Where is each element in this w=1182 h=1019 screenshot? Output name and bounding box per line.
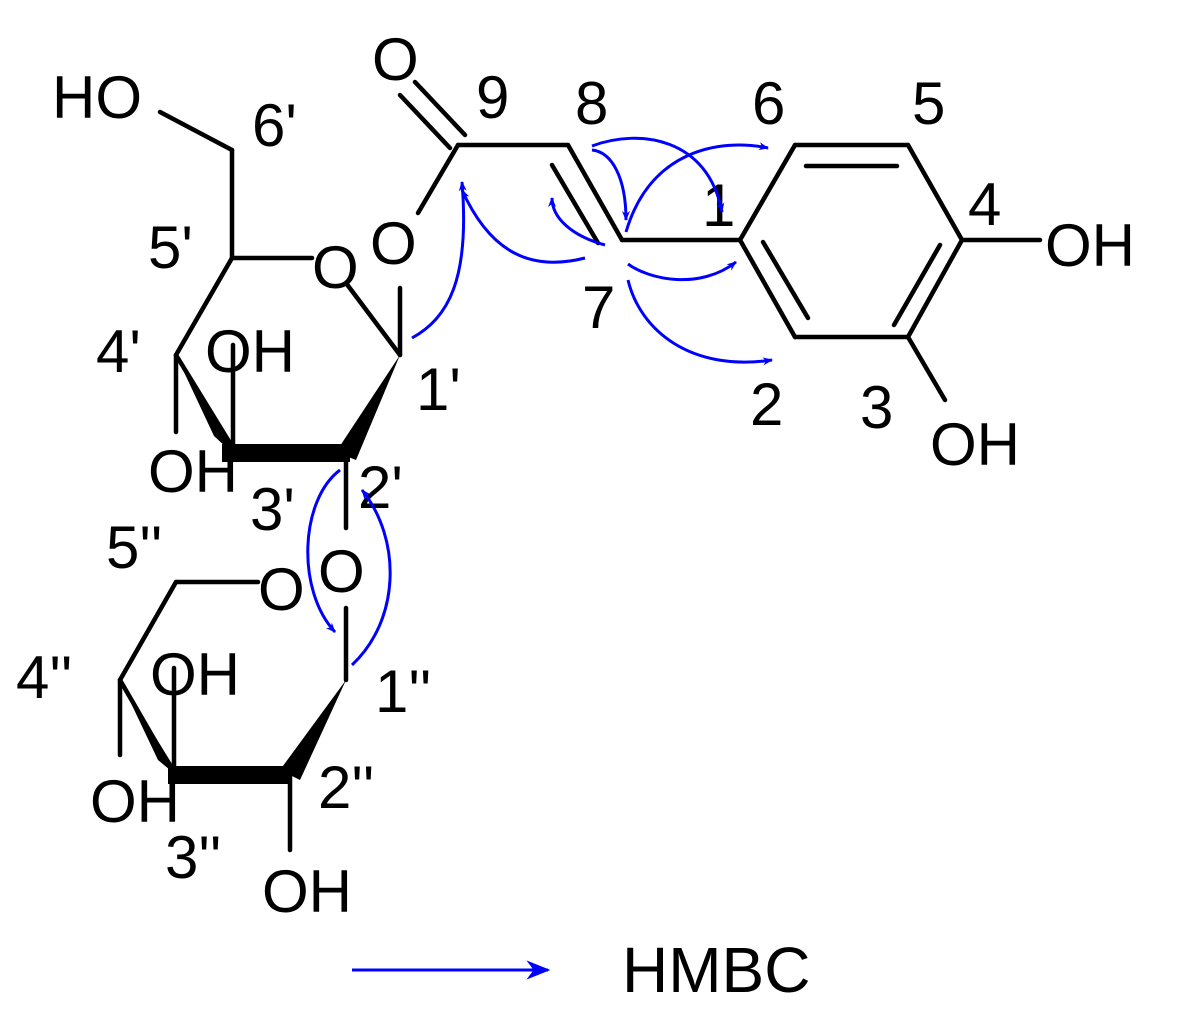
atom-oh-3pp: OH [90, 768, 180, 835]
pos-6p: 6' [252, 92, 297, 159]
wedge-c4p-c3p [176, 355, 240, 460]
pos-7: 7 [582, 274, 615, 341]
pos-1pp: 1'' [375, 658, 431, 725]
atom-oh-3p: OH [148, 438, 238, 505]
bold-c3p-c2p [222, 444, 350, 462]
bond-c8-c7-b [549, 162, 601, 246]
caffeoyl-bonds [397, 79, 1043, 403]
bond-oring-c1p [343, 280, 403, 358]
bold-c3pp-c2pp [168, 766, 292, 784]
bond-c5-c4 [905, 142, 965, 243]
pos-5: 5 [912, 70, 945, 137]
atom-labels: O OH OH HO O O OH OH O O OH OH OH [52, 26, 1135, 925]
bond-c2-c1 [737, 237, 798, 340]
legend: HMBC [352, 934, 810, 1006]
bond-c5p-c4p [173, 255, 235, 358]
bond-c4-c3-inner [891, 242, 943, 328]
hmbc-arrow-h7-c9 [460, 189, 586, 264]
bond-c4p-c3p [173, 352, 236, 451]
bond-c9-o-b [412, 79, 468, 138]
hmbc-arrow-h7-c2 [626, 279, 773, 366]
pos-1p: 1' [416, 356, 461, 423]
wedge-c1p-c2p [336, 355, 400, 460]
atom-o-carbonyl: O [372, 26, 419, 93]
pos-5p: 5' [148, 214, 193, 281]
atom-oh-c4: OH [1045, 212, 1135, 279]
bond-c9-o-a [397, 92, 453, 151]
wedge-c1pp-c2pp [280, 680, 346, 780]
hmbc-arrow-h7-c1 [627, 260, 737, 282]
bond-c9-oester [415, 142, 461, 216]
atom-o-ring-glc: O [312, 234, 359, 301]
pos-3: 3 [860, 374, 893, 441]
hmbc-arrow-h8-c1 [591, 136, 725, 213]
hmbc-arrow-h7-c6 [624, 142, 769, 233]
pos-1: 1 [702, 172, 735, 239]
pos-5pp: 5'' [106, 514, 162, 581]
bond-c3-oh [905, 334, 948, 403]
pos-4pp: 4'' [16, 644, 72, 711]
hmbc-arrow-h2p-c1pp [306, 468, 341, 634]
bond-c8-c7-a [565, 142, 625, 243]
pos-6: 6 [752, 70, 785, 137]
bond-c2-c1-inner [760, 239, 811, 321]
wedge-c4pp-c3pp [120, 680, 182, 780]
atom-oh-4pp: OH [150, 641, 240, 708]
pos-3pp: 3'' [165, 824, 221, 891]
atom-ho-6p: HO [52, 64, 142, 131]
atom-oh-2pp: OH [262, 858, 352, 925]
atom-oh-4p: OH [205, 318, 295, 385]
atom-o-ester: O [370, 210, 417, 277]
atom-o-link: O [318, 538, 365, 605]
legend-label: HMBC [622, 934, 810, 1006]
pos-2: 2 [750, 371, 783, 438]
pos-3p: 3' [250, 476, 295, 543]
pos-2p: 2' [358, 454, 403, 521]
bond-c5pp-c4pp [117, 579, 179, 683]
hmbc-arrow-h1p-c9 [411, 181, 467, 340]
xylose-bonds [117, 579, 349, 853]
pos-2pp: 2'' [318, 754, 374, 821]
pos-4: 4 [968, 171, 1001, 238]
atom-oh-c3: OH [930, 411, 1020, 478]
bond-ho-c6p [157, 109, 235, 153]
pos-4p: 4' [96, 318, 141, 385]
bond-c1-c6 [737, 142, 798, 243]
bond-c4-c3 [905, 237, 965, 340]
glucose-bonds [157, 109, 403, 531]
atom-o-ring-xyl: O [258, 556, 305, 623]
pos-8: 8 [575, 70, 608, 137]
hmbc-arrow-h1pp-c2p [350, 489, 392, 667]
pos-9: 9 [476, 64, 509, 131]
hmbc-arrow-h8-c7 [591, 148, 630, 221]
hmbc-arrow-h7-c8 [548, 197, 606, 247]
hmbc-arrows [306, 136, 773, 667]
